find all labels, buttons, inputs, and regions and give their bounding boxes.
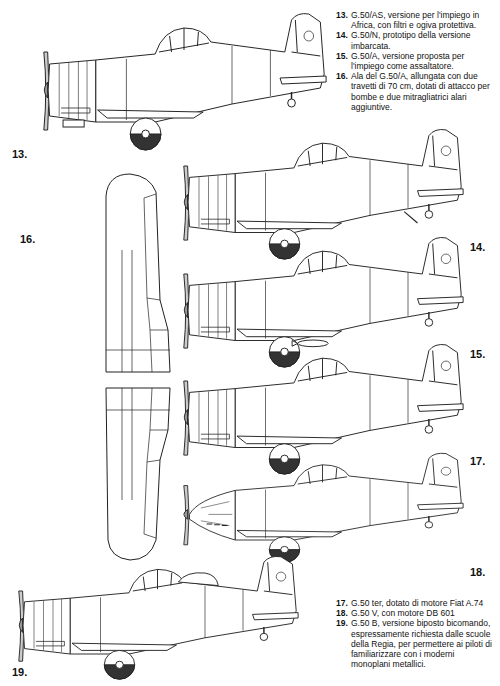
caption-number: 16. <box>336 71 351 112</box>
bomb <box>298 340 328 347</box>
caption-number: 15. <box>336 51 351 71</box>
radial-engine <box>44 52 96 130</box>
callout-number: 13. <box>12 148 27 161</box>
callout-number: 16. <box>20 233 35 246</box>
plane-18 <box>184 453 463 562</box>
callout-number: 19. <box>12 666 27 679</box>
caption-text: Ala del G.50/A, allungata con due travet… <box>351 71 496 112</box>
plane-15 <box>184 238 463 368</box>
callout-number: 18. <box>470 566 485 579</box>
caption-text: G.50/AS, versione per l'impiego in Afric… <box>351 10 496 30</box>
radial-engine <box>19 591 70 661</box>
second-cockpit <box>178 573 218 586</box>
plane-19 <box>19 556 298 679</box>
caption-entry: 13.G.50/AS, versione per l'impiego in Af… <box>336 10 496 30</box>
inline-engine <box>184 486 235 545</box>
wing-planform-16 <box>106 174 170 560</box>
airframe <box>235 130 463 260</box>
bomb-fin <box>292 341 298 347</box>
caption-number: 19. <box>336 618 351 669</box>
caption-text: G.50/N, prototipo della versione imbarca… <box>351 30 496 50</box>
caption-entry: 17.G.50 ter, dotato di motore Fiat A.74 <box>336 598 496 608</box>
caption-text: G.50 B, versione biposto bicomando, espr… <box>351 618 496 669</box>
airframe <box>96 14 326 150</box>
airframe <box>235 238 463 368</box>
caption-entry: 19.G.50 B, versione biposto bicomando, e… <box>336 618 496 669</box>
caption-entry: 14.G.50/N, prototipo della versione imba… <box>336 30 496 50</box>
plane-13 <box>44 14 326 150</box>
caption-number: 18. <box>336 608 351 618</box>
airframe <box>235 453 463 562</box>
caption-entry: 15.G.50/A, versione proposta per l'impie… <box>336 51 496 71</box>
plane-14 <box>184 130 463 260</box>
caption-entry: 16.Ala del G.50/A, allungata con due tra… <box>336 71 496 112</box>
sand-filter <box>63 120 84 127</box>
caption-list: 13.G.50/AS, versione per l'impiego in Af… <box>336 10 496 112</box>
callout-number: 15. <box>470 348 485 361</box>
radial-engine <box>184 166 235 240</box>
callout-number: 17. <box>470 455 485 468</box>
caption-list: 17.G.50 ter, dotato di motore Fiat A.741… <box>336 598 496 669</box>
caption-number: 13. <box>336 10 351 30</box>
caption-number: 17. <box>336 598 351 608</box>
radial-engine <box>184 274 235 348</box>
callout-number: 14. <box>470 241 485 254</box>
arrester-hook <box>404 212 417 223</box>
plane-17 <box>184 345 463 475</box>
caption-entry: 18.G.50 V, con motore DB 601 <box>336 608 496 618</box>
airframe <box>70 556 298 679</box>
caption-text: G.50 ter, dotato di motore Fiat A.74 <box>351 598 496 608</box>
airframe <box>235 345 463 475</box>
radial-engine <box>184 381 235 455</box>
caption-text: G.50 V, con motore DB 601 <box>351 608 496 618</box>
caption-number: 14. <box>336 30 351 50</box>
caption-text: G.50/A, versione proposta per l'impiego … <box>351 51 496 71</box>
